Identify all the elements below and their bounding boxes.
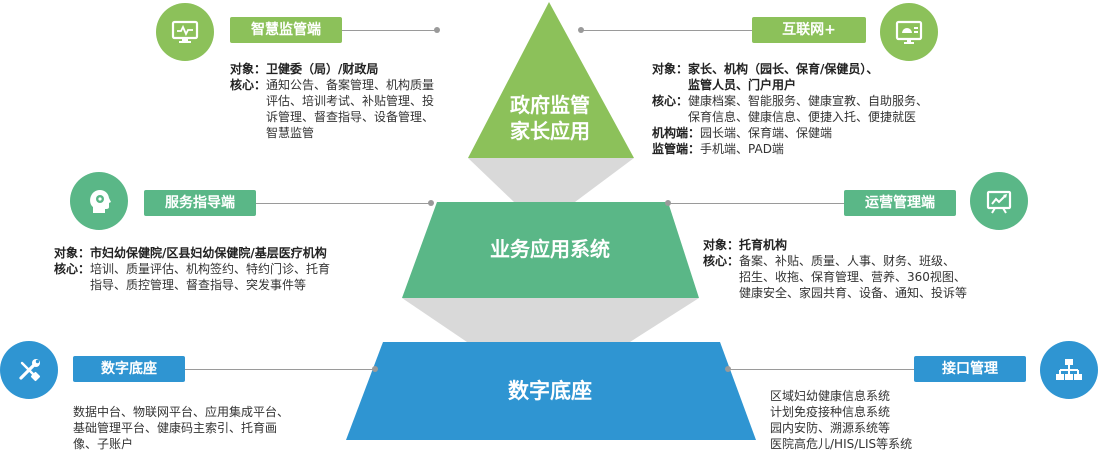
right-top-core-line: 保育信息、健康信息、便捷入托、便捷就医 bbox=[688, 110, 917, 124]
left-bottom-line: 数据中台、物联网平台、应用集成平台、 bbox=[73, 405, 290, 419]
connector-dot-left-bottom bbox=[372, 366, 378, 372]
left-bottom-icon-circle bbox=[0, 341, 58, 399]
connector-line-left-bottom bbox=[185, 369, 375, 370]
left-bottom-line: 像、子账户 bbox=[73, 437, 134, 451]
left-middle-core-line: 指导、质控管理、督查指导、突发事件等 bbox=[90, 278, 307, 292]
right-top-sup-key: 监管端： bbox=[652, 142, 701, 156]
right-top-core-key: 核心： bbox=[652, 94, 689, 108]
connector-line-right-middle bbox=[668, 203, 844, 204]
monitor-icon bbox=[171, 20, 199, 43]
connector-top bbox=[468, 158, 634, 202]
left-middle-core-line: 培训、质量评估、机构签约、特约门诊、托育 bbox=[90, 262, 331, 276]
right-top-object-line: 家长、机构（园长、保育/保健员）、 bbox=[688, 62, 879, 76]
right-middle-object-value: 托育机构 bbox=[739, 238, 788, 252]
tag-digital-base: 数字底座 bbox=[73, 356, 185, 382]
right-middle-core-key: 核心： bbox=[703, 254, 740, 268]
left-top-core-line: 智慧监管 bbox=[266, 126, 315, 140]
right-top-icon-circle bbox=[880, 3, 938, 61]
right-middle-text: 对象：托育机构 核心： 备案、补贴、质量、人事、财务、班级、 招生、收拖、保育管… bbox=[703, 237, 967, 301]
tag-internet-plus: 互联网+ bbox=[752, 17, 866, 43]
connector-line-left-top bbox=[342, 30, 437, 31]
left-middle-text: 对象：市妇幼保健院/区县妇幼保健院/基层医疗机构 核心： 培训、质量评估、机构签… bbox=[54, 245, 330, 293]
right-top-org-value: 园长端、保育端、保健端 bbox=[700, 126, 833, 140]
pyramid-bottom-layer bbox=[346, 342, 756, 440]
left-top-object-key: 对象： bbox=[230, 62, 267, 76]
tag-operations-management: 运营管理端 bbox=[844, 190, 956, 216]
left-top-object-value: 卫健委（局）/财政局 bbox=[266, 62, 379, 76]
tag-smart-supervision: 智慧监管端 bbox=[230, 17, 342, 43]
connector-line-right-bottom bbox=[728, 369, 914, 370]
left-middle-core-key: 核心： bbox=[54, 262, 91, 276]
connector-dot-left-middle bbox=[428, 200, 434, 206]
pyramid-middle-layer bbox=[402, 202, 699, 298]
left-top-core-line: 评估、培训考试、补贴管理、投 bbox=[266, 94, 435, 108]
left-bottom-text: 数据中台、物联网平台、应用集成平台、 基础管理平台、健康码主索引、托育画 像、子… bbox=[73, 404, 289, 452]
left-top-core-key: 核心： bbox=[230, 78, 267, 92]
bottom-layer-title: 数字底座 bbox=[508, 379, 592, 403]
left-bottom-line: 基础管理平台、健康码主索引、托育画 bbox=[73, 421, 278, 435]
dashboard-icon bbox=[895, 20, 923, 44]
tag-service-guidance: 服务指导端 bbox=[144, 190, 256, 216]
right-bottom-line: 区域妇幼健康信息系统 bbox=[770, 389, 891, 403]
top-layer-title: 政府监管 家长应用 bbox=[490, 92, 610, 144]
top-layer-title-line1: 政府监管 bbox=[510, 93, 590, 117]
pyramid-top-layer bbox=[468, 2, 634, 158]
right-middle-core-line: 备案、补贴、质量、人事、财务、班级、 bbox=[739, 254, 956, 268]
left-top-text: 对象：卫健委（局）/财政局 核心： 通知公告、备案管理、机构质量 评估、培训考试… bbox=[230, 61, 434, 141]
head-gear-icon bbox=[90, 190, 111, 213]
right-bottom-text: 区域妇幼健康信息系统 计划免疫接种信息系统 园内安防、溯源系统等 医院高危儿/H… bbox=[770, 388, 912, 452]
right-middle-object-key: 对象： bbox=[703, 238, 740, 252]
right-top-org-key: 机构端： bbox=[652, 126, 701, 140]
org-chart-icon bbox=[1056, 359, 1082, 380]
left-middle-icon-circle bbox=[70, 172, 128, 230]
left-top-core-line: 通知公告、备案管理、机构质量 bbox=[266, 78, 435, 92]
right-middle-core-line: 健康安全、家园共育、设备、通知、投诉等 bbox=[739, 286, 968, 300]
right-bottom-icon-circle bbox=[1040, 341, 1098, 399]
right-middle-core-line: 招生、收拖、保育管理、营养、360视图、 bbox=[739, 270, 966, 284]
connector-bottom bbox=[402, 298, 699, 342]
left-middle-object-key: 对象： bbox=[54, 246, 91, 260]
tag-interface-management: 接口管理 bbox=[914, 356, 1026, 382]
middle-layer-title: 业务应用系统 bbox=[490, 237, 610, 261]
right-bottom-line: 计划免疫接种信息系统 bbox=[770, 405, 891, 419]
connector-line-left-middle bbox=[256, 203, 431, 204]
connector-dot-left-top bbox=[434, 27, 440, 33]
right-bottom-line: 医院高危儿/HIS/LIS等系统 bbox=[770, 437, 913, 451]
tools-icon bbox=[19, 359, 41, 382]
left-top-core-line: 诉管理、督查指导、设备管理、 bbox=[266, 110, 435, 124]
chart-board-icon bbox=[986, 190, 1012, 214]
connector-dot-right-top bbox=[578, 27, 584, 33]
right-top-sup-value: 手机端、PAD端 bbox=[700, 142, 784, 156]
right-top-text: 对象： 家长、机构（园长、保育/保健员）、 监管人员、门户用户 核心： 健康档案… bbox=[652, 61, 928, 157]
right-top-object-key: 对象： bbox=[652, 62, 689, 76]
connector-line-right-top bbox=[581, 30, 752, 31]
left-top-icon-circle bbox=[156, 3, 214, 61]
right-bottom-line: 园内安防、溯源系统等 bbox=[770, 421, 891, 435]
right-top-core-line: 健康档案、智能服务、健康宣教、自助服务、 bbox=[688, 94, 929, 108]
right-top-object-line: 监管人员、门户用户 bbox=[688, 78, 797, 92]
left-middle-object-value: 市妇幼保健院/区县妇幼保健院/基层医疗机构 bbox=[90, 246, 327, 260]
right-middle-icon-circle bbox=[970, 172, 1028, 230]
top-layer-title-line2: 家长应用 bbox=[510, 119, 590, 143]
